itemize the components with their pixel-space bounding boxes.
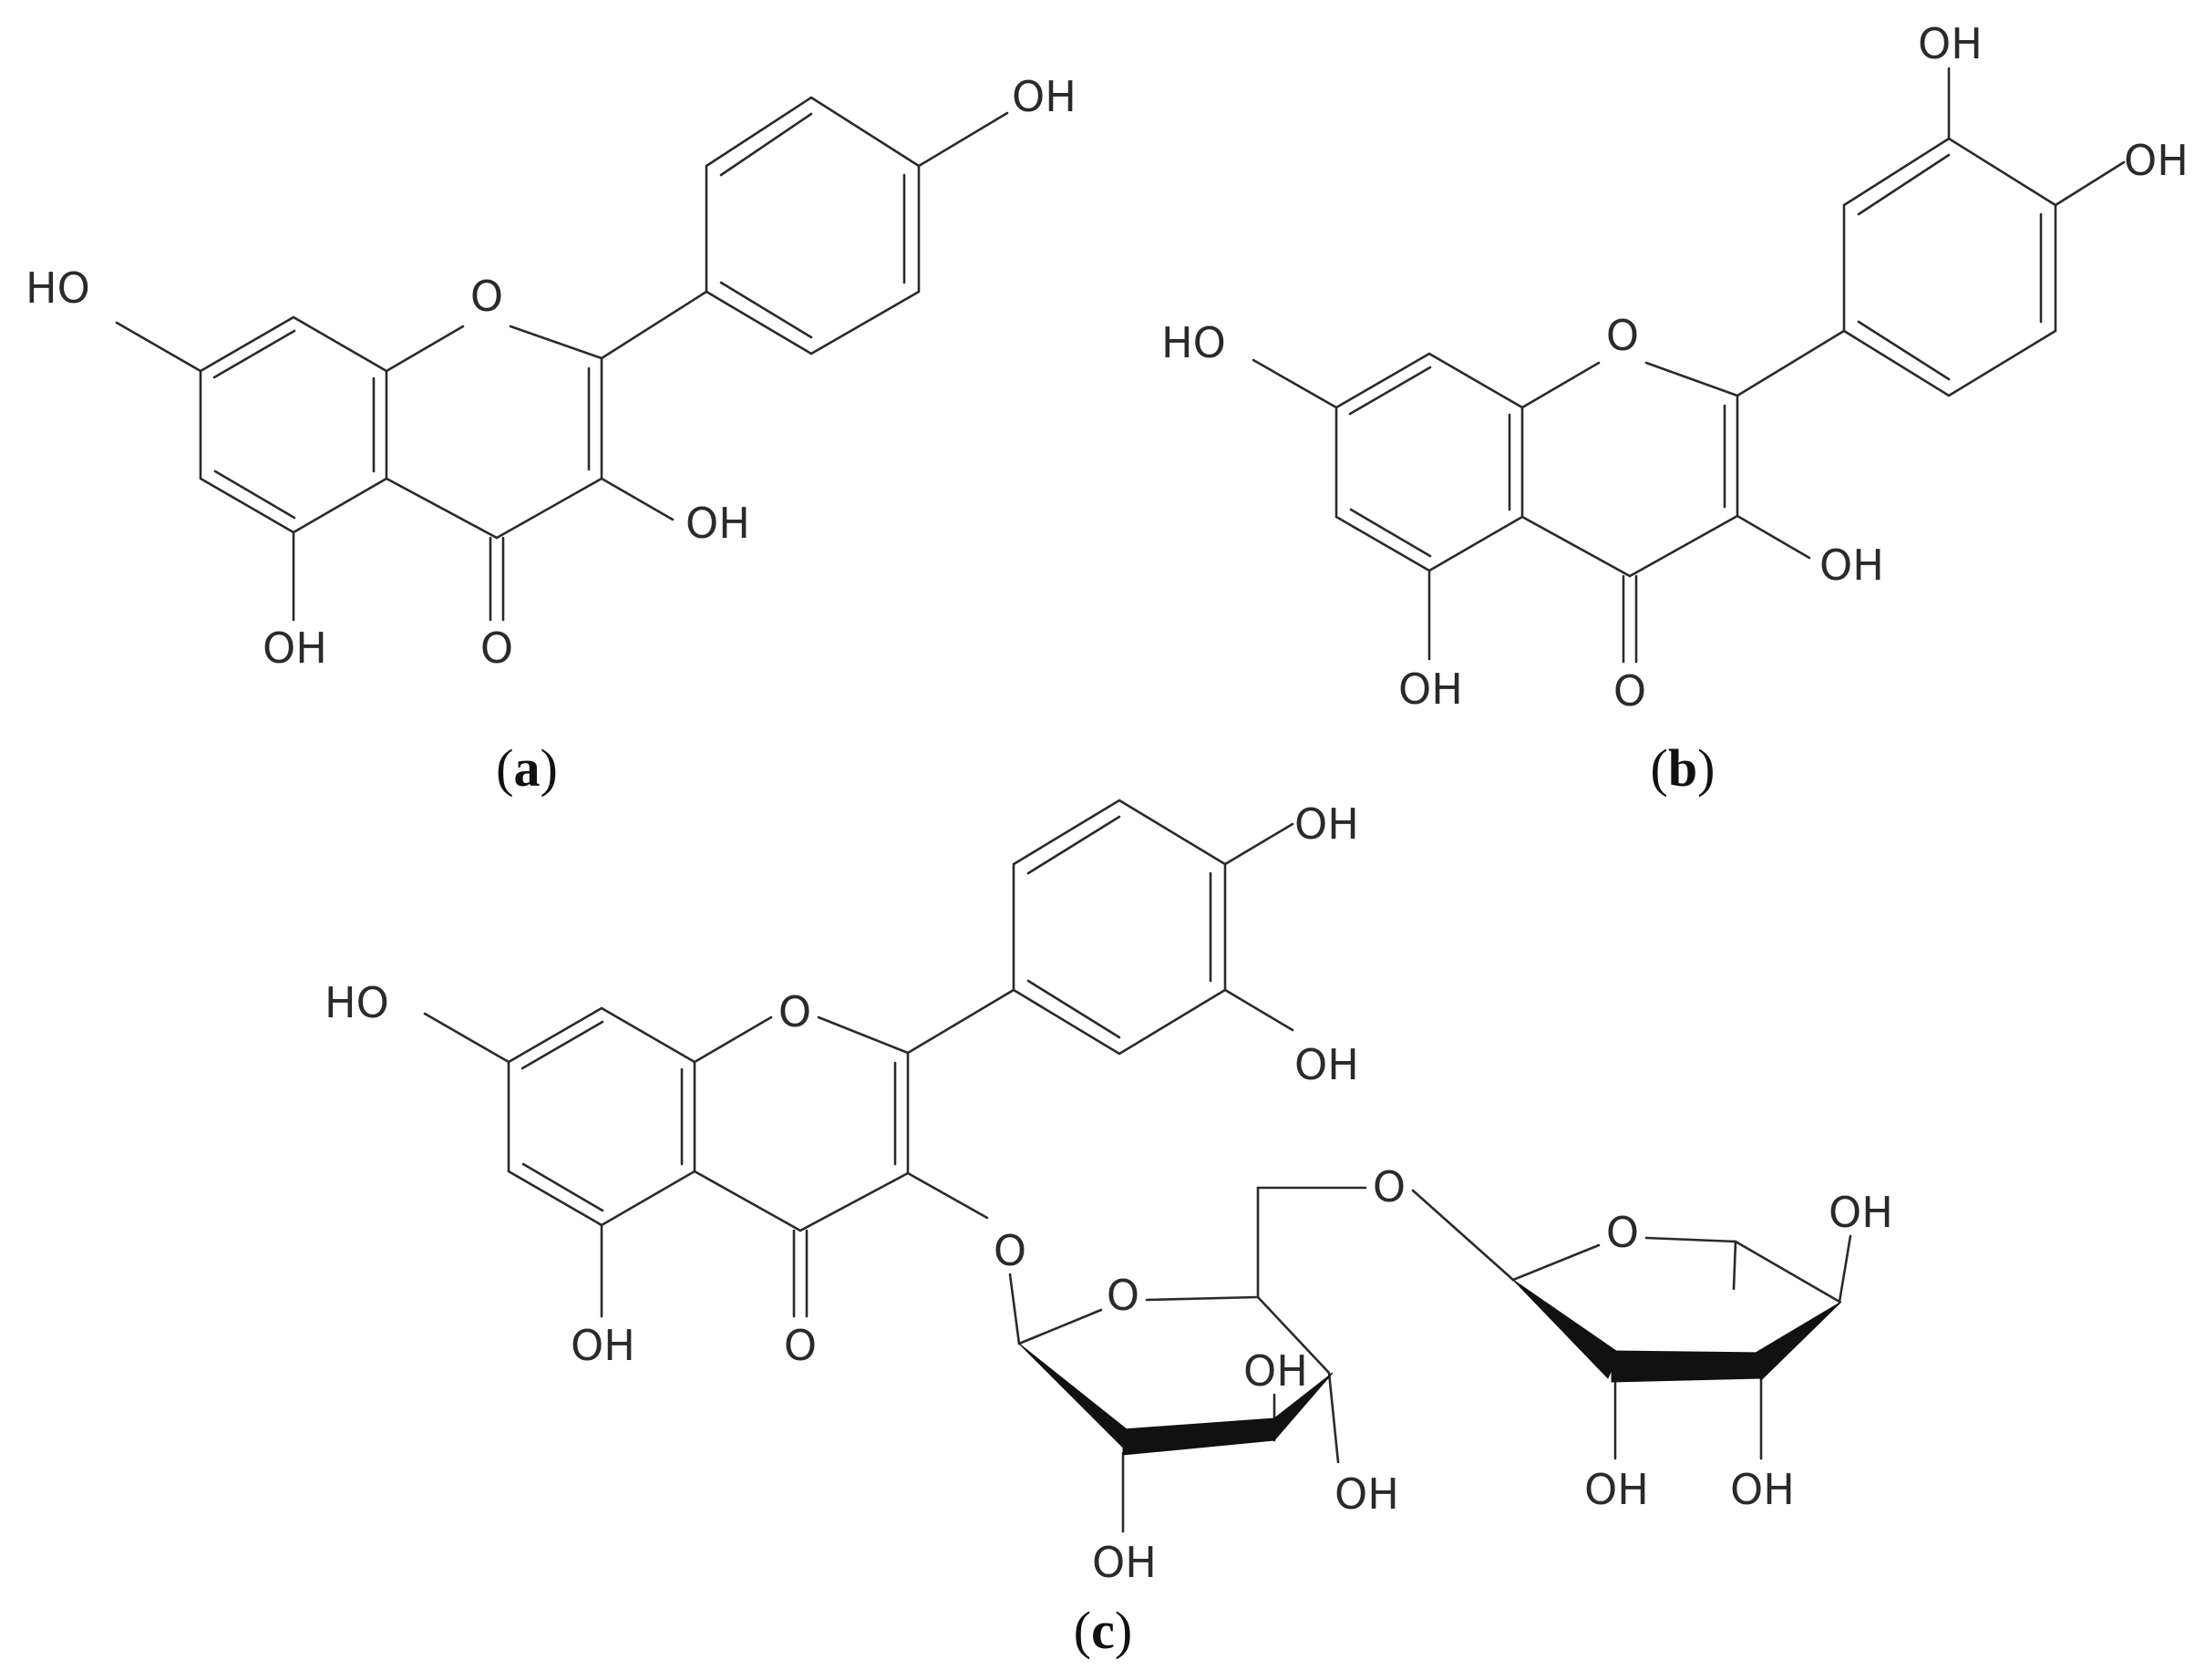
hydroxyl-3prime-label: OH [1294,1040,1359,1089]
caption-c: (c) [1074,1601,1132,1660]
structure-c-wedge-bonds [1018,1279,1842,1456]
carbonyl-oxygen-label: O [1613,666,1646,716]
ring-oxygen-label: O [470,272,503,321]
hydroxyl-7-label: HO [1161,318,1226,367]
hydroxyl-3prime-label: OH [1918,19,1983,68]
glucose-hydroxyl-label: OH [1243,1346,1308,1396]
ring-oxygen-label: O [1606,311,1639,360]
hydroxyl-5-label: OH [263,624,327,673]
hydroxyl-4prime-label: OH [2124,136,2189,185]
structure-b-atom-labels: O HO OH O OH OH OH [1161,19,2189,716]
caption-a: (a) [496,738,558,798]
structure-b: O HO OH O OH OH OH [1161,19,2189,716]
structure-a-bonds [115,96,1009,622]
hydroxyl-7-label: HO [325,978,389,1027]
caption-b: (b) [1651,738,1716,798]
hydroxyl-5-label: OH [571,1321,635,1370]
hydroxyl-3-label: OH [685,499,750,548]
carbonyl-oxygen-label: O [480,624,513,673]
structure-c-atom-labels: O HO OH O OH OH O O OH OH OH O O OH OH O… [325,799,1893,1587]
hydroxyl-7-label: HO [26,263,90,313]
glycosidic-oxygen-label: O [994,1226,1026,1275]
linker-oxygen-label: O [1373,1162,1406,1211]
rhamnose-hydroxyl-label: OH [1584,1465,1649,1514]
structure-a: O HO OH O OH OH [26,72,1077,673]
structure-c: O HO OH O OH OH O O OH OH OH O O OH OH O… [325,799,1893,1587]
structure-b-bonds [1252,67,2126,664]
glucose-hydroxyl-label: OH [1334,1469,1399,1519]
carbonyl-oxygen-label: O [784,1321,817,1370]
structure-c-bonds [423,799,1852,1533]
hydroxyl-5-label: OH [1398,665,1463,714]
glucose-ring-oxygen-label: O [1107,1271,1139,1320]
hydroxyl-4prime-label: OH [1294,799,1359,849]
hydroxyl-4prime-label: OH [1012,72,1077,121]
rhamnose-hydroxyl-label: OH [1829,1188,1893,1237]
structure-a-atom-labels: O HO OH O OH OH [26,72,1077,673]
rhamnose-hydroxyl-label: OH [1730,1465,1795,1514]
hydroxyl-3-label: OH [1819,541,1884,590]
ring-oxygen-label: O [778,987,811,1036]
rhamnose-ring-oxygen-label: O [1606,1208,1639,1257]
glucose-hydroxyl-label: OH [1092,1538,1157,1587]
